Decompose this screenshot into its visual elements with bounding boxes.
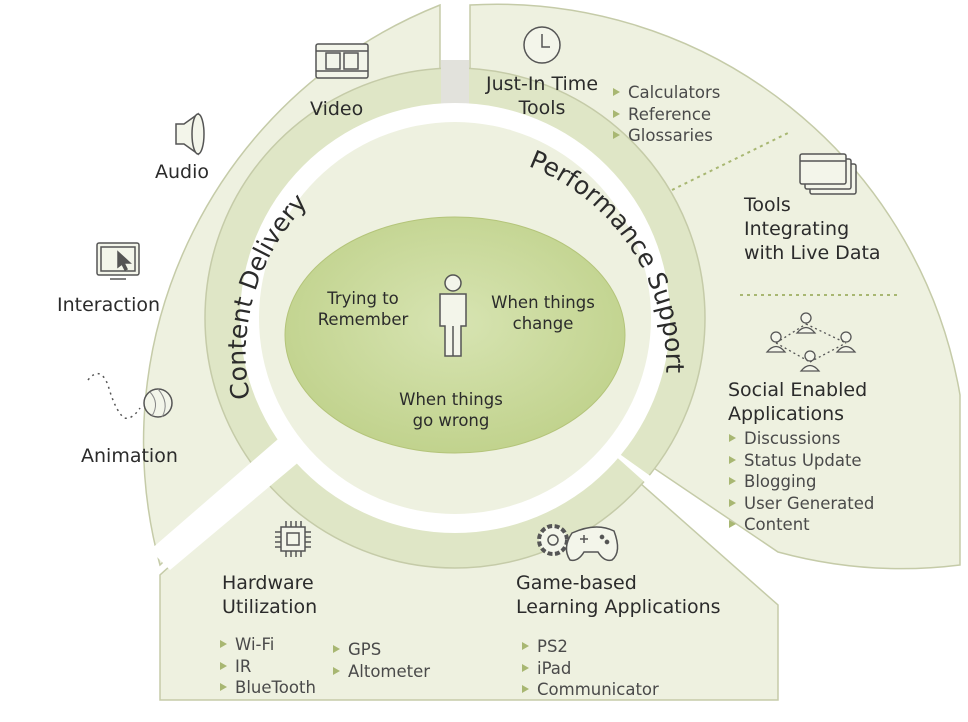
list-item: GPS [331,639,430,661]
jit-tools-label: Just-In Time Tools [478,72,606,120]
list-item: User Generated [727,493,874,515]
list-item: Communicator [520,679,659,701]
trying-line-1: Trying to [327,289,399,308]
game-line-1: Game-based [516,572,637,594]
stacked-windows-icon [799,153,857,195]
live-line-2: Integrating [744,218,850,240]
live-line-1: Tools [744,194,791,216]
trying-line-2: Remember [317,310,409,329]
audio-label: Audio [155,161,210,183]
live-data-label: Tools Integrating with Live Data [744,193,881,265]
list-item: Status Update [727,450,874,472]
video-label: Video [310,98,364,120]
gear-gamepad-icon [537,524,619,562]
jit-line-2: Tools [518,97,566,119]
social-apps-list: Discussions Status Update Blogging User … [727,428,874,536]
list-item: Wi-Fi [218,634,316,656]
hardware-list-left: Wi-Fi IR BlueTooth [218,634,316,699]
list-item: Altometer [331,661,430,683]
trying-remember-label: Trying to Remember [303,288,423,330]
social-line-1: Social Enabled [728,379,868,401]
jit-tools-list: Calculators Reference Glossaries [611,82,720,147]
hardware-label: Hardware Utilization [222,571,317,619]
things-change-label: When things change [480,292,606,334]
list-item-continuation: Content [727,514,874,536]
wrong-line-2: go wrong [412,411,490,430]
animation-label: Animation [81,445,178,467]
game-line-2: Learning Applications [516,596,721,618]
list-item: Calculators [611,82,720,104]
list-item: Reference [611,104,720,126]
monitor-cursor-icon [96,242,140,280]
hardware-line-2: Utilization [222,596,318,618]
live-line-3: with Live Data [744,242,881,264]
social-apps-label: Social Enabled Applications [728,378,867,426]
person-icon [439,274,467,357]
list-item: Glossaries [611,125,720,147]
game-learning-label: Game-based Learning Applications [516,571,721,619]
list-item: iPad [520,658,659,680]
list-item: PS2 [520,636,659,658]
film-icon [315,43,369,79]
people-network-icon [765,312,857,372]
chip-icon [275,521,311,557]
hardware-list-right: GPS Altometer [331,639,430,682]
list-item: Blogging [727,471,874,493]
list-item: IR [218,656,316,678]
list-item: BlueTooth [218,677,316,699]
game-list: PS2 iPad Communicator [520,636,659,701]
hardware-line-1: Hardware [222,572,314,594]
speaker-icon [175,112,205,156]
social-line-2: Applications [728,403,845,425]
bouncing-ball-icon [87,372,173,420]
jit-line-1: Just-In Time [485,73,599,95]
change-line-1: When things [491,293,595,312]
interaction-label: Interaction [57,294,161,316]
change-line-2: change [512,314,574,333]
things-wrong-label: When things go wrong [388,389,514,431]
list-item: Discussions [727,428,874,450]
divider-line [671,131,791,191]
clock-icon [523,26,561,64]
wrong-line-1: When things [399,390,503,409]
